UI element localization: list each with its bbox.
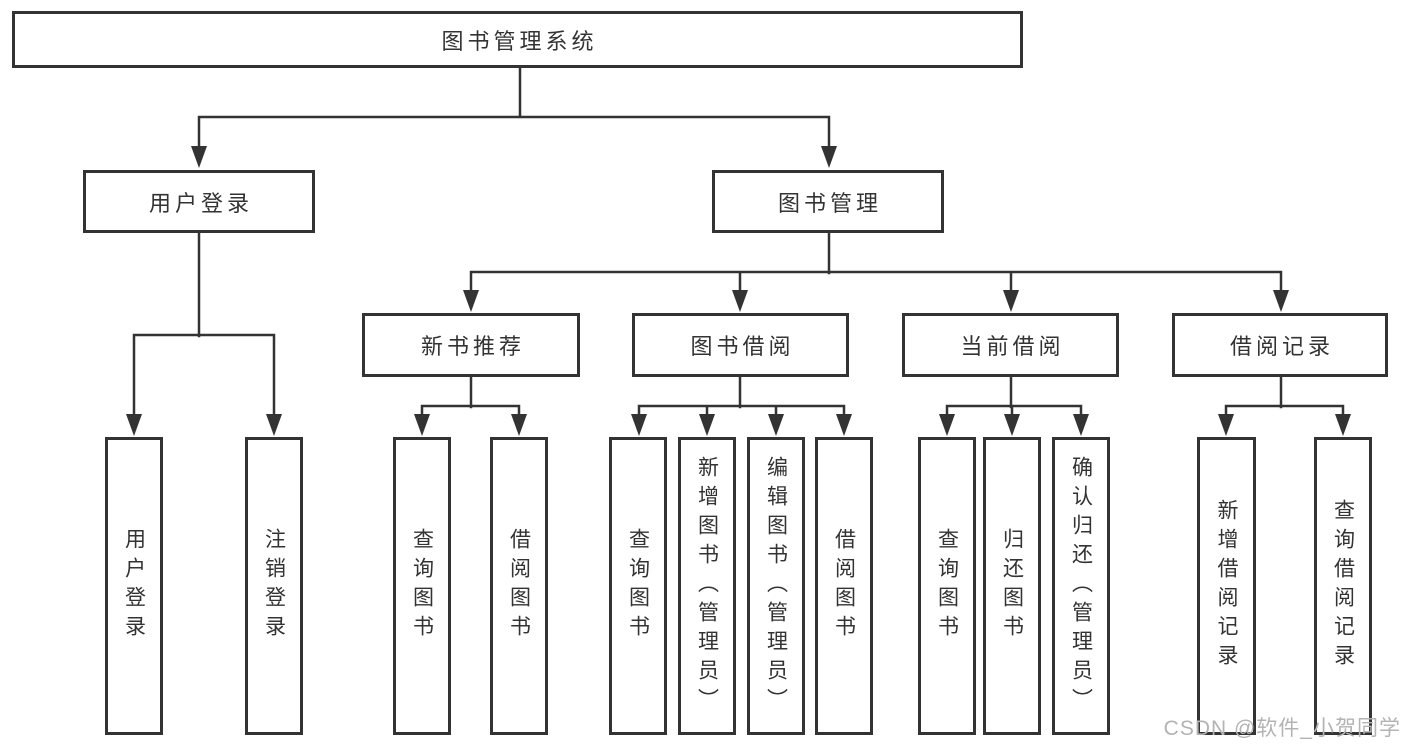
leaf-query-book: 查询图书 xyxy=(609,437,667,735)
tree-edges xyxy=(132,66,1345,421)
arrow-icon xyxy=(821,146,837,168)
leaf-edit-book-admin: 编辑图书（管理员） xyxy=(747,437,805,735)
leaf-borrow-book: 借阅图书 xyxy=(815,437,873,735)
arrow-icon xyxy=(732,290,748,312)
arrow-icon xyxy=(768,414,784,436)
arrow-icon xyxy=(191,146,207,168)
arrow-icon xyxy=(1273,290,1289,312)
arrow-icon xyxy=(1335,414,1351,436)
leaf-add-book-admin: 新增图书（管理员） xyxy=(678,437,736,735)
node-root: 图书管理系统 xyxy=(12,11,1023,68)
leaf-query-book-recommend: 查询图书 xyxy=(393,437,451,735)
arrow-icon xyxy=(126,414,142,436)
arrow-icon xyxy=(463,290,479,312)
arrow-icon xyxy=(414,414,430,436)
leaf-return-book: 归还图书 xyxy=(983,437,1041,735)
node-new-book-recommend: 新书推荐 xyxy=(362,313,580,377)
arrow-icon xyxy=(631,414,647,436)
arrow-icon xyxy=(1218,414,1234,436)
arrowhead-icons xyxy=(126,146,1351,436)
leaf-borrow-book-recommend: 借阅图书 xyxy=(490,437,548,735)
arrow-icon xyxy=(699,414,715,436)
arrow-icon xyxy=(1073,414,1089,436)
node-current-borrow: 当前借阅 xyxy=(902,313,1119,377)
arrow-icon xyxy=(1004,414,1020,436)
leaf-query-current: 查询图书 xyxy=(918,437,976,735)
leaf-logout: 注销登录 xyxy=(245,437,303,735)
arrow-icon xyxy=(836,414,852,436)
leaf-query-borrow-record: 查询借阅记录 xyxy=(1314,437,1372,735)
arrow-icon xyxy=(1003,290,1019,312)
arrow-icon xyxy=(511,414,527,436)
watermark: CSDN @软件_小贺同学 xyxy=(1163,717,1401,740)
node-book-management: 图书管理 xyxy=(712,170,944,233)
node-user-login: 用户登录 xyxy=(83,170,315,233)
arrow-icon xyxy=(939,414,955,436)
leaf-user-login: 用户登录 xyxy=(105,437,163,735)
arrow-icon xyxy=(266,414,282,436)
node-borrow-record: 借阅记录 xyxy=(1172,313,1388,377)
leaf-add-borrow-record: 新增借阅记录 xyxy=(1197,437,1256,735)
leaf-confirm-return-admin: 确认归还（管理员） xyxy=(1052,437,1110,735)
node-book-borrow: 图书借阅 xyxy=(632,313,849,377)
